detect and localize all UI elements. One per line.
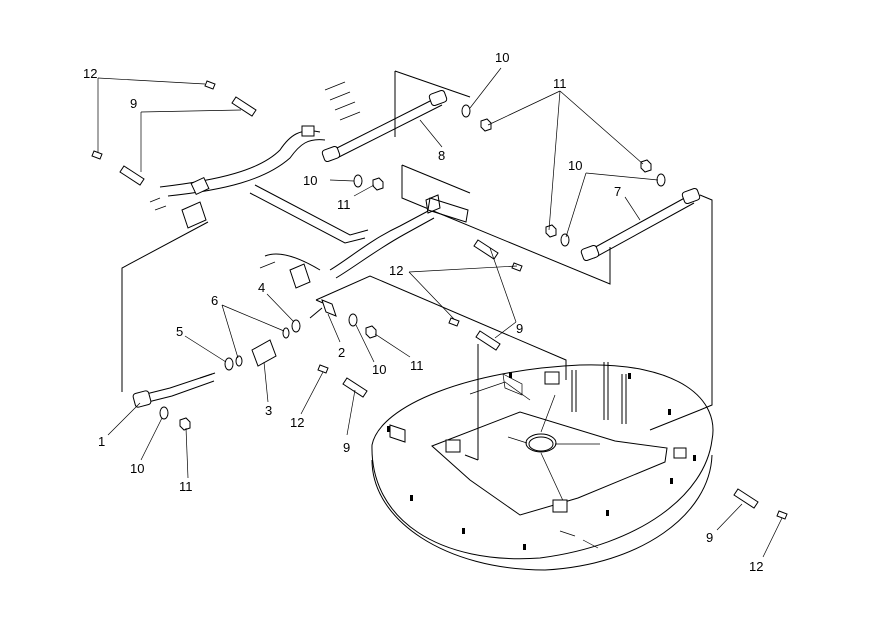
callout-7: 7 [614,184,621,199]
disk-slots [387,372,696,550]
rod-1 [132,372,216,408]
callout-11-mid: 11 [410,358,424,373]
callout-10-right: 10 [568,158,582,173]
callout-10-mid: 10 [372,362,386,377]
callout-9-bottom-right: 9 [706,530,713,545]
base-plate [371,362,714,571]
callout-8: 8 [438,148,445,163]
callout-10-top: 10 [495,50,509,65]
panel-outlines [121,70,713,461]
callout-10-bottom-left: 10 [130,461,144,476]
callout-3: 3 [265,403,272,418]
callout-1: 1 [98,434,105,449]
callout-11-mid-upper: 11 [337,197,351,212]
callout-12-bottom-right: 12 [749,559,763,574]
callout-5: 5 [176,324,183,339]
hardware [91,80,788,520]
callout-labels: 12 9 10 11 10 7 8 10 11 12 9 4 6 5 2 10 … [83,50,763,574]
callout-9-top-left: 9 [130,96,137,111]
callout-12-lower: 12 [290,415,304,430]
callout-12-top-left: 12 [83,66,97,81]
callout-2: 2 [338,345,345,360]
callout-9-lower: 9 [343,440,350,455]
callout-10-mid-upper: 10 [303,173,317,188]
rod-8 [321,89,448,163]
callout-11-top: 11 [553,76,567,91]
rod-7 [580,187,701,262]
callout-11-bottom-left: 11 [179,479,193,494]
leader-lines [97,67,783,558]
callout-6: 6 [211,293,218,308]
callout-12-mid: 12 [389,263,403,278]
callout-9-mid: 9 [516,321,523,336]
callout-4: 4 [258,280,265,295]
frame-assembly [149,81,469,289]
